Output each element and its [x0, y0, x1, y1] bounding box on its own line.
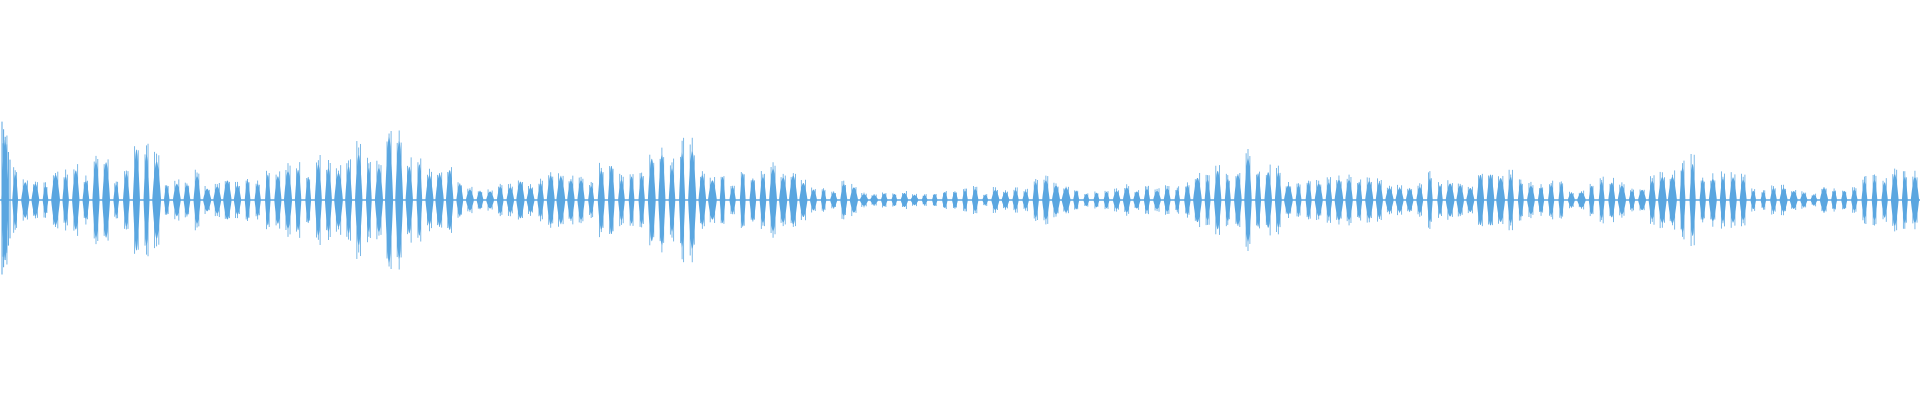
audio-waveform[interactable] — [0, 0, 1920, 400]
waveform-view[interactable] — [0, 0, 1920, 400]
